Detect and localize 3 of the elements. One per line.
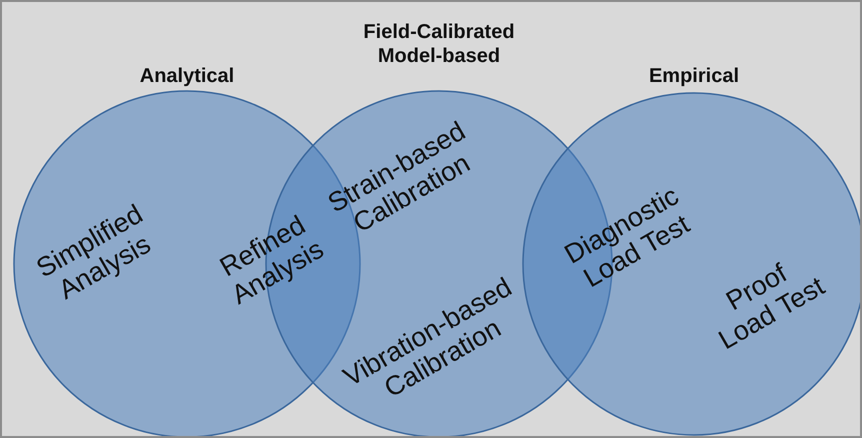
set-heading: Empirical — [648, 64, 740, 88]
set-heading: Field-Calibrated Model-based — [362, 20, 516, 68]
set-heading: Analytical — [138, 64, 236, 88]
